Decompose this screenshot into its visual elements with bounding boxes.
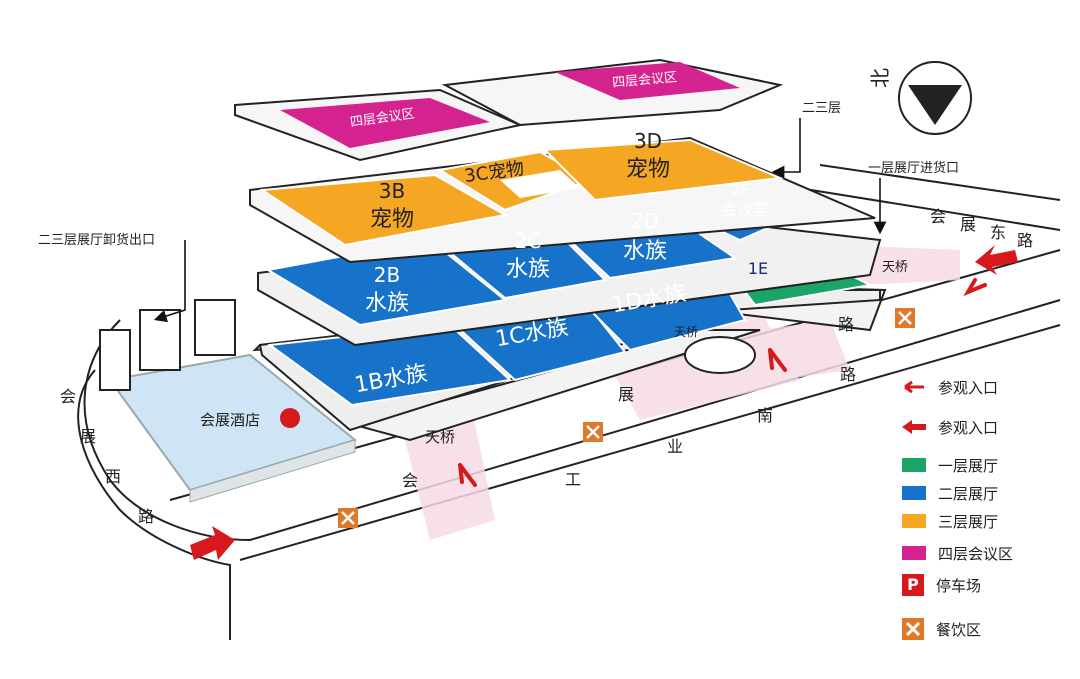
label-conf-right: 四层会议区 [612,70,678,91]
callout-loading-out-line [153,240,186,323]
parking-icon: P [902,574,924,596]
road-west-char: 路 [138,507,154,526]
hall-3b [259,173,508,247]
dining-icon [583,422,603,442]
legend-item: 参观入口 [902,374,998,400]
compass-north-label: 北 [868,68,892,88]
legend-label: 四层会议区 [938,544,1014,563]
label-3d-code: 3D [634,129,662,153]
legend-label: 二层展厅 [938,484,999,503]
legend-item: 一层展厅 [902,452,998,478]
floor4-swatch [902,546,926,560]
callout-floor23-label: 二三层 [802,101,841,116]
road-industrial-char: 业 [667,437,683,456]
south-entrance-thin-arrow-1 [768,348,787,372]
callout-lines [153,118,887,323]
legend-item: 二层展厅 [902,480,998,506]
label-2c-code: 2C [515,229,542,253]
road-west-char: 展 [80,427,96,446]
legend-item: 三层展厅 [902,508,998,534]
road-east-char: 路 [1017,231,1033,250]
floor1-swatch [902,458,926,472]
hotel-label: 会展酒店 [200,411,260,429]
legend-item: 四层会议区 [902,540,1013,566]
label-2e-code: 2E [731,183,749,199]
callout-loading-in-label: 一层展厅进货口 [868,160,959,176]
road-south-edge [239,324,1061,561]
floor4-slab [234,58,784,162]
road-west-char: 西 [105,467,121,486]
hotel [108,353,358,503]
conf-left [280,98,490,148]
dining-icon [338,508,358,528]
legend-label: 三层展厅 [938,512,999,531]
road-east-char: 展 [960,215,976,234]
east-entrance-thin-arrow [963,278,987,297]
legend-label: 一层展厅 [938,456,999,475]
label-2d-name: 水族 [623,239,667,264]
legend-item: 参观入口 [902,414,998,440]
label-3d-name: 宠物 [626,157,670,182]
floor2-swatch [902,486,926,500]
road-south-char: 展 [618,385,634,404]
road-east-char: 会 [930,207,946,226]
road-east-edge [779,184,1061,231]
legend-label: 参观入口 [938,378,999,397]
label-2e-name: 会议室 [721,200,769,219]
thin-arrow-icon [904,380,924,394]
label-1e: 1E [748,259,768,278]
road-south-char: 路 [840,365,856,384]
callout-floor23-line [771,118,801,179]
thick-arrow-icon [902,420,926,434]
road-west-char: 会 [60,387,76,406]
dining-icon [902,618,924,640]
floor1-slab [258,254,881,432]
legend-item: 餐饮区 [902,616,981,642]
road-south-char: 南 [757,406,773,425]
callout-loading-out-label: 二三层展厅卸货出口 [38,232,155,248]
label-2c-name: 水族 [506,257,550,282]
legend-item: P 停车场 [902,572,981,598]
bridge-center-label: 天桥 [674,325,698,339]
label-3b-code: 3B [379,179,405,203]
plaza-circle [684,336,756,374]
dining-markers [338,308,915,528]
floor3-swatch [902,514,926,528]
bridge-east-label: 天桥 [882,260,908,275]
label-2b-name: 水族 [365,291,409,316]
road-industrial-char: 工 [565,470,581,489]
hotel-marker-icon [280,408,300,428]
hall-labels: 1B水族 1C水族 1D水族 1E 2B 水族 2C 水族 2D 水族 2E 会… [349,70,769,398]
road-east-edge-2 [819,164,1061,201]
road-outer-edge [83,299,1061,542]
road-outer-edge-2 [77,369,231,640]
legend-label: 参观入口 [938,418,999,437]
entrance-arrows [190,245,1018,560]
road-south-char: 路 [838,315,854,334]
support-pillars [99,299,236,391]
floor3-void [500,170,580,198]
east-entrance-thick-arrow [975,245,1018,275]
conf-right [555,62,740,100]
bridge-south-label: 天桥 [425,428,455,446]
misc-labels: 会展酒店 天桥 天桥 天桥 二三层 一层展厅进货口 二三层展厅卸货出口 北 [38,68,959,446]
south-entrance-thin-arrow-2 [458,463,477,487]
compass-icon [898,61,972,135]
road-east-char: 东 [990,223,1006,242]
southwest-entrance-thick-arrow [190,526,235,560]
legend-label: 餐饮区 [936,620,982,639]
label-2b-code: 2B [374,263,400,287]
floor3-slab [249,136,876,264]
road-south-char: 会 [402,471,418,490]
label-3b-name: 宠物 [370,207,414,232]
road-labels: 会 展 东 路 会 展 南 路 工 业 路 会 展 西 路 [60,207,1033,526]
dining-icon [895,308,915,328]
legend-label: 停车场 [936,576,982,595]
label-2d-code: 2D [631,209,659,233]
